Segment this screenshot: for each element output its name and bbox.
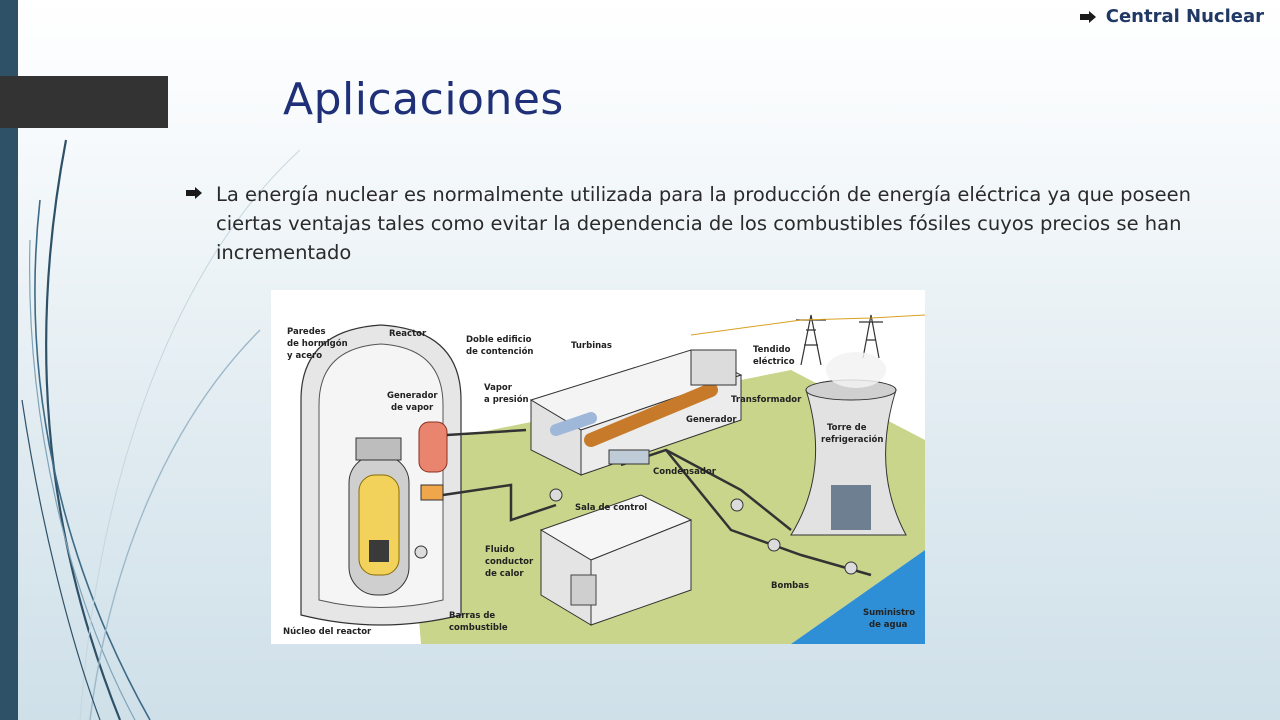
label-paredes: Paredes: [287, 327, 326, 337]
reactor-building: [300, 324, 462, 626]
label-fluido: Fluido: [485, 545, 515, 555]
nuclear-plant-diagram: Paredes de hormigón y acero Reactor Dobl…: [271, 290, 925, 644]
label-combustible: combustible: [449, 623, 508, 633]
label-de-calor: de calor: [485, 569, 524, 579]
label-conductor: conductor: [485, 557, 534, 567]
label-sala-control: Sala de control: [575, 503, 647, 513]
label-tendido: Tendido: [753, 345, 791, 355]
nuclear-plant-illustration: Paredes de hormigón y acero Reactor Dobl…: [283, 314, 925, 644]
power-pylons: [690, 314, 925, 366]
label-nucleo: Núcleo del reactor: [283, 627, 372, 637]
label-torre: Torre de: [827, 423, 867, 433]
body-text: La energía nuclear es normalmente utiliz…: [216, 183, 1191, 264]
label-doble-edificio: Doble edificio: [466, 335, 532, 345]
label-bombas: Bombas: [771, 581, 809, 591]
label-vapor: Vapor: [484, 383, 513, 393]
section-label-text: Central Nuclear: [1105, 6, 1264, 27]
label-transformador: Transformador: [731, 395, 802, 405]
title-tab-arrow: [0, 76, 168, 128]
label-a-presion: a presión: [484, 394, 529, 405]
label-generador-vapor: Generador: [387, 391, 438, 401]
body-bullet: La energía nuclear es normalmente utiliz…: [186, 180, 1196, 267]
control-room: [539, 494, 693, 626]
transformer: [690, 349, 737, 386]
left-accent-strip: [0, 0, 18, 720]
label-de-hormigon: de hormigón: [287, 338, 348, 349]
label-turbinas: Turbinas: [571, 341, 612, 351]
label-reactor: Reactor: [389, 329, 427, 339]
arrow-bullet-icon: [186, 187, 202, 199]
label-de-agua: de agua: [869, 620, 908, 630]
label-de-contencion: de contención: [466, 346, 533, 357]
page-title: Aplicaciones: [283, 74, 564, 125]
water-supply-pool: [791, 550, 925, 644]
label-refrigeracion: refrigeración: [821, 434, 883, 445]
section-label: Central Nuclear: [1079, 6, 1264, 27]
label-generador: Generador: [686, 415, 737, 425]
label-de-vapor: de vapor: [391, 403, 434, 413]
label-barras: Barras de: [449, 611, 495, 621]
label-y-acero: y acero: [287, 351, 322, 361]
pumps: [414, 488, 858, 575]
label-electrico: eléctrico: [753, 356, 795, 367]
condenser: [608, 449, 650, 465]
cooling-tower: [790, 352, 907, 536]
arrow-bullet-icon: [1079, 10, 1096, 23]
label-suministro: Suministro: [863, 608, 915, 618]
label-condensador: Condensador: [653, 467, 717, 477]
